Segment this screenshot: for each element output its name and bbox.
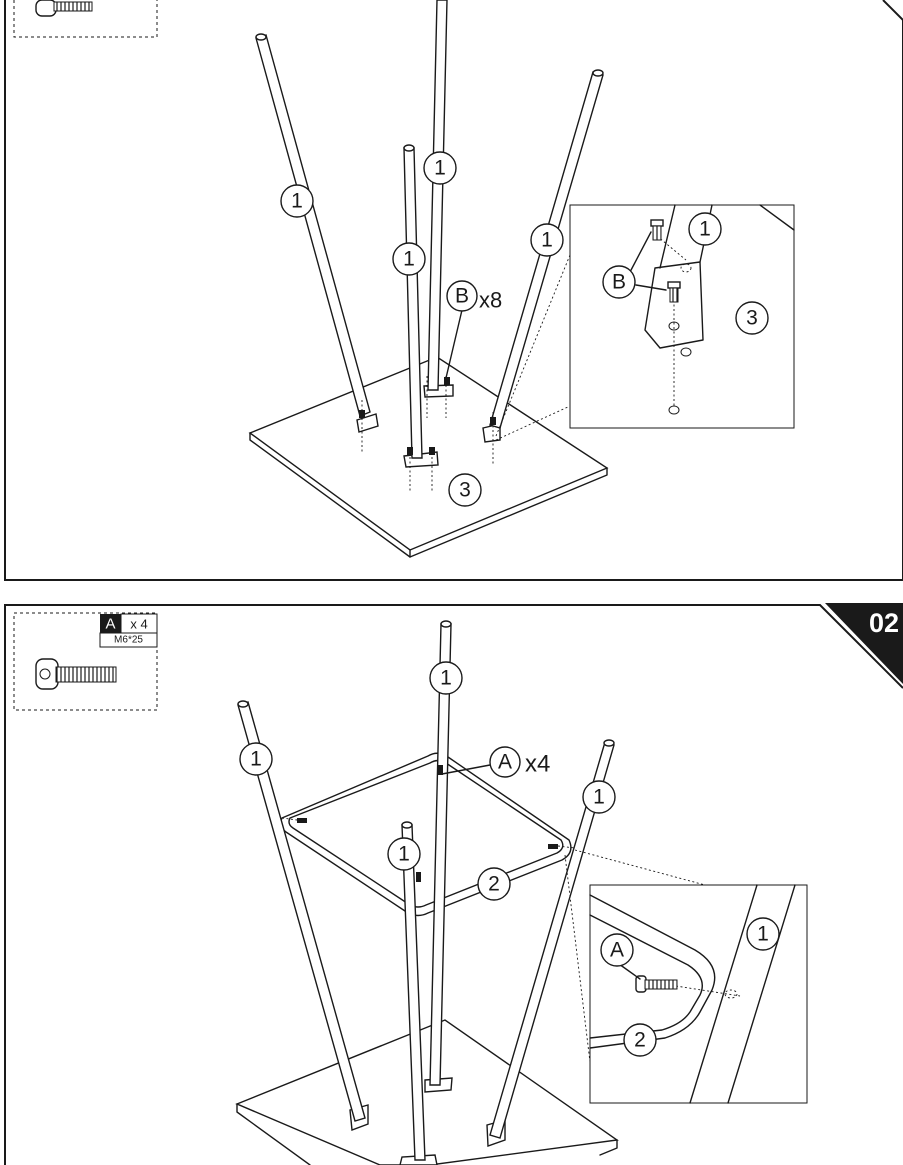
detail-screw-top-icon: [650, 219, 664, 241]
svg-text:1: 1: [434, 157, 446, 180]
svg-text:1: 1: [291, 190, 303, 213]
svg-text:3: 3: [746, 307, 758, 330]
svg-text:x8: x8: [479, 288, 502, 313]
leg-front-2: [401, 821, 426, 1161]
svg-text:3: 3: [459, 479, 471, 502]
svg-text:B: B: [455, 285, 469, 308]
callout-detail-base: 3: [735, 301, 769, 335]
callout-detail-leg-2: 1: [746, 917, 780, 951]
callout-base: 3: [448, 473, 482, 507]
svg-text:02: 02: [869, 608, 899, 638]
svg-text:A: A: [105, 616, 115, 633]
detail-leader-lines: [495, 254, 571, 441]
callout-leg-front-2: 1: [387, 837, 421, 871]
svg-text:1: 1: [398, 843, 410, 866]
step-panel-2: 02 A x 4 M6*25: [4, 603, 903, 1165]
svg-text:1: 1: [403, 248, 415, 271]
svg-text:x4: x4: [525, 751, 550, 778]
callout-leg-front: 1: [392, 242, 426, 276]
screw-guides: [359, 376, 496, 492]
svg-text:x 4: x 4: [130, 617, 147, 632]
callout-leg-left-2: 1: [239, 742, 273, 776]
svg-text:1: 1: [250, 748, 262, 771]
callout-leg-left: 1: [280, 184, 314, 218]
callout-leg-back-2: 1: [429, 661, 463, 695]
panel-2-frame: [4, 604, 903, 1165]
svg-text:1: 1: [757, 923, 769, 946]
callout-detail-screw-a: A: [600, 933, 634, 967]
detail-screw-a-icon: [635, 975, 678, 993]
svg-text:B: B: [612, 271, 626, 294]
callout-detail-frame: 2: [623, 1023, 657, 1057]
svg-text:2: 2: [634, 1029, 646, 1052]
svg-text:1: 1: [699, 218, 711, 241]
leg-right-2: [489, 739, 615, 1139]
svg-text:2: 2: [488, 873, 500, 896]
svg-text:M6*25: M6*25: [114, 635, 143, 646]
detail-view-1: [569, 204, 795, 429]
screw-a-part-icon: [35, 658, 117, 690]
detail-leader-lines-2: [564, 849, 706, 1063]
callout-detail-screw-b: B: [602, 265, 636, 299]
svg-text:1: 1: [440, 667, 452, 690]
parts-box: A x 4 M6*25: [13, 612, 158, 711]
leg-left-2: [237, 700, 366, 1122]
svg-text:1: 1: [593, 786, 605, 809]
panel-1-frame: [4, 0, 903, 581]
detail-view-2: [589, 884, 808, 1104]
callout-leg-right-2: 1: [582, 780, 616, 814]
callout-leg-right: 1: [530, 223, 564, 257]
screw-b-part-icon: [35, 0, 93, 17]
step-panel-1: 1 1 1 1 3 B x8 1 B: [4, 0, 903, 581]
detail-screw-bottom-icon: [667, 281, 681, 303]
callout-detail-leg: 1: [688, 212, 722, 246]
leg-left: [255, 33, 371, 417]
square-frame: [279, 752, 572, 917]
frame-screws: [281, 765, 576, 882]
callout-frame: 2: [477, 867, 511, 901]
leg-front: [403, 144, 423, 459]
svg-text:A: A: [498, 751, 512, 774]
svg-text:A: A: [610, 939, 624, 962]
callout-screw-a: A x4: [489, 746, 550, 778]
step-number-badge: 02: [825, 603, 903, 684]
leg-back-2: [429, 620, 452, 1086]
leg-back: [427, 0, 448, 391]
part-letter-badge: [100, 614, 121, 633]
callout-leg-back: 1: [423, 151, 457, 185]
callout-screw-b: B x8: [446, 280, 502, 313]
parts-box-partial: [13, 0, 158, 38]
svg-text:1: 1: [541, 229, 553, 252]
